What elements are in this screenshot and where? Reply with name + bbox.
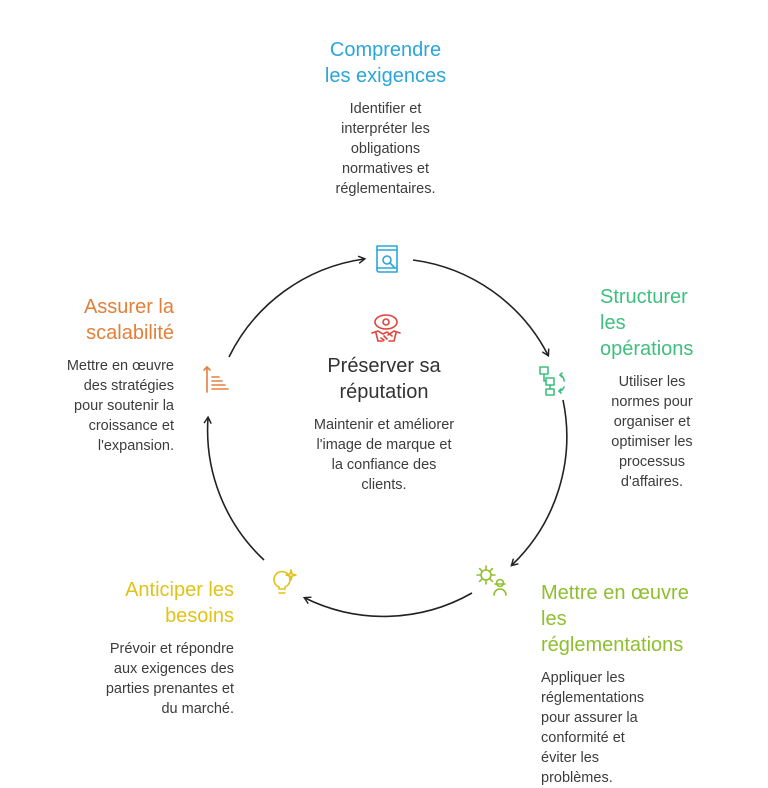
step-anticiper-title: Anticiper les besoins [125, 579, 234, 627]
step-anticiper-desc: Prévoir et répondre aux exigences des pa… [105, 641, 234, 717]
flowchart-icon [539, 366, 565, 396]
arrow-assurer-comprendre [228, 255, 367, 358]
arrow-structurer-mettre [510, 399, 568, 567]
gear-worker-icon [476, 565, 507, 596]
step-mettre-desc: Appliquer les réglementations pour assur… [541, 670, 645, 786]
step-mettre-title: Mettre en œuvre les réglementations [541, 582, 689, 656]
center-desc: Maintenir et améliorer l'image de marque… [313, 417, 455, 493]
step-anticiper: Anticiper les besoins Prévoir et répondr… [104, 577, 234, 719]
center-block: Préserver sa réputation Maintenir et amé… [313, 353, 455, 495]
lightbulb-sparkle-icon [273, 569, 297, 594]
handshake-eye-icon [371, 314, 401, 342]
step-assurer: Assurer la scalabilité Mettre en œuvre d… [60, 294, 174, 456]
step-structurer: Structurer les opérations Utiliser les n… [600, 284, 704, 492]
book-search-icon [376, 245, 398, 273]
arrow-comprendre-structurer [412, 259, 550, 358]
arrow-anticiper-assurer [203, 415, 265, 561]
growth-list-icon [203, 366, 229, 393]
step-comprendre-desc: Identifier et interpréter les obligation… [335, 101, 436, 197]
step-assurer-title: Assurer la scalabilité [83, 296, 174, 344]
step-structurer-desc: Utiliser les normes pour organiser et op… [611, 374, 693, 490]
step-assurer-desc: Mettre en œuvre des stratégies pour sout… [66, 358, 174, 454]
center-title: Préserver sa réputation [327, 355, 441, 403]
step-comprendre-title: Comprendre les exigences [324, 39, 447, 87]
arrow-mettre-anticiper [302, 592, 473, 618]
step-mettre: Mettre en œuvre les réglementations Appl… [541, 580, 693, 788]
step-structurer-title: Structurer les opérations [600, 286, 694, 360]
step-comprendre: Comprendre les exigences Identifier et i… [318, 37, 453, 199]
